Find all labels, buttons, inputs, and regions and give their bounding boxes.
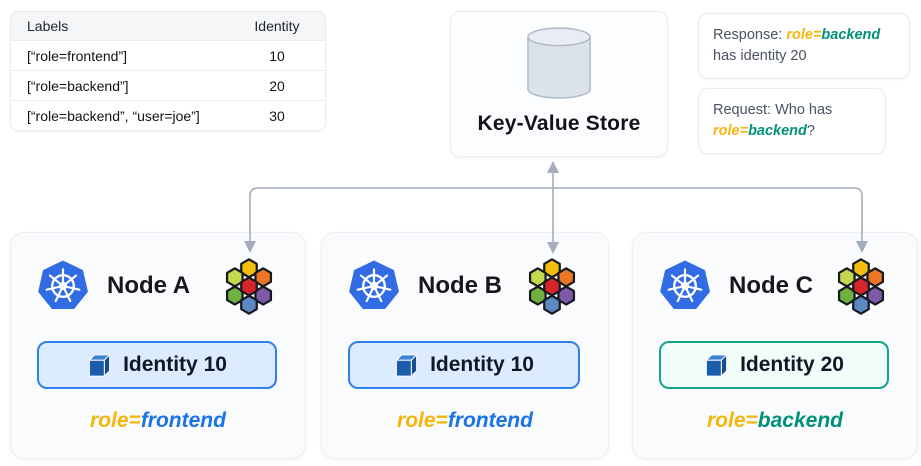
identity-badge-label: Identity 10 bbox=[430, 353, 534, 376]
cell-identity: 30 bbox=[269, 107, 285, 124]
node-role-label: role=frontend bbox=[322, 409, 608, 433]
role-value-text: frontend bbox=[447, 409, 533, 432]
node-role-label: role=frontend bbox=[11, 409, 305, 433]
node-header: Node B bbox=[346, 255, 580, 317]
table-row: [“role=frontend”] 10 bbox=[11, 40, 325, 70]
node-name: Node B bbox=[418, 272, 502, 299]
node-card-c: Node C Ide bbox=[632, 232, 918, 459]
kubernetes-icon bbox=[660, 260, 710, 309]
response-prefix: Response: bbox=[713, 27, 787, 43]
node-name: Node A bbox=[107, 272, 191, 299]
role-key-text: role= bbox=[707, 409, 758, 432]
node-card-a: Node A Ide bbox=[10, 232, 306, 459]
column-header-identity: Identity bbox=[254, 18, 300, 34]
node-role-label: role=backend bbox=[633, 409, 917, 433]
key-value-store-title: Key-Value Store bbox=[477, 112, 641, 135]
response-line2: has identity 20 bbox=[713, 48, 807, 64]
request-line1: Request: Who has bbox=[713, 102, 833, 118]
role-key-text: role= bbox=[713, 123, 749, 139]
table-row: [“role=backend”] 20 bbox=[11, 70, 325, 100]
request-suffix: ? bbox=[806, 123, 815, 139]
identity-table: Labels Identity [“role=frontend”] 10 [“r… bbox=[10, 11, 326, 131]
database-cylinder-icon bbox=[527, 27, 591, 99]
kubernetes-icon bbox=[38, 260, 88, 309]
role-value-text: backend bbox=[821, 27, 881, 43]
cube-icon bbox=[395, 353, 418, 377]
node-card-b: Node B Ide bbox=[321, 232, 609, 459]
cell-identity: 20 bbox=[269, 77, 285, 94]
arrow-up-icon bbox=[547, 161, 559, 173]
cilium-icon bbox=[225, 257, 273, 315]
table-row: [“role=backend”, “user=joe”] 30 bbox=[11, 100, 325, 130]
cilium-icon bbox=[528, 257, 576, 315]
role-value-text: backend bbox=[757, 409, 843, 432]
identity-badge: Identity 20 bbox=[659, 341, 889, 389]
identity-badge: Identity 10 bbox=[348, 341, 580, 389]
role-value-text: backend bbox=[748, 123, 807, 139]
cell-labels: [“role=backend”] bbox=[27, 77, 129, 94]
cube-icon bbox=[88, 353, 111, 377]
cilium-icon bbox=[837, 257, 885, 315]
node-header: Node C bbox=[657, 255, 889, 317]
kubernetes-icon bbox=[349, 260, 399, 309]
key-value-store-card: Key-Value Store bbox=[450, 11, 668, 157]
cube-icon bbox=[705, 353, 728, 377]
request-message: Request: Who has role=backend? bbox=[698, 88, 886, 154]
role-value-text: frontend bbox=[140, 409, 226, 432]
node-header: Node A bbox=[35, 255, 277, 317]
role-key-text: role= bbox=[397, 409, 448, 432]
column-header-labels: Labels bbox=[27, 18, 69, 34]
identity-badge-label: Identity 20 bbox=[740, 353, 844, 376]
identity-badge-label: Identity 10 bbox=[123, 353, 227, 376]
cell-labels: [“role=backend”, “user=joe”] bbox=[27, 107, 200, 124]
role-key-text: role= bbox=[90, 409, 141, 432]
identity-table-header: Labels Identity bbox=[11, 12, 325, 40]
role-key-text: role= bbox=[786, 27, 822, 43]
cell-identity: 10 bbox=[269, 47, 285, 64]
cell-labels: [“role=frontend”] bbox=[27, 47, 127, 64]
identity-badge: Identity 10 bbox=[37, 341, 277, 389]
node-name: Node C bbox=[729, 272, 813, 299]
response-message: Response: role=backend has identity 20 bbox=[698, 13, 910, 79]
